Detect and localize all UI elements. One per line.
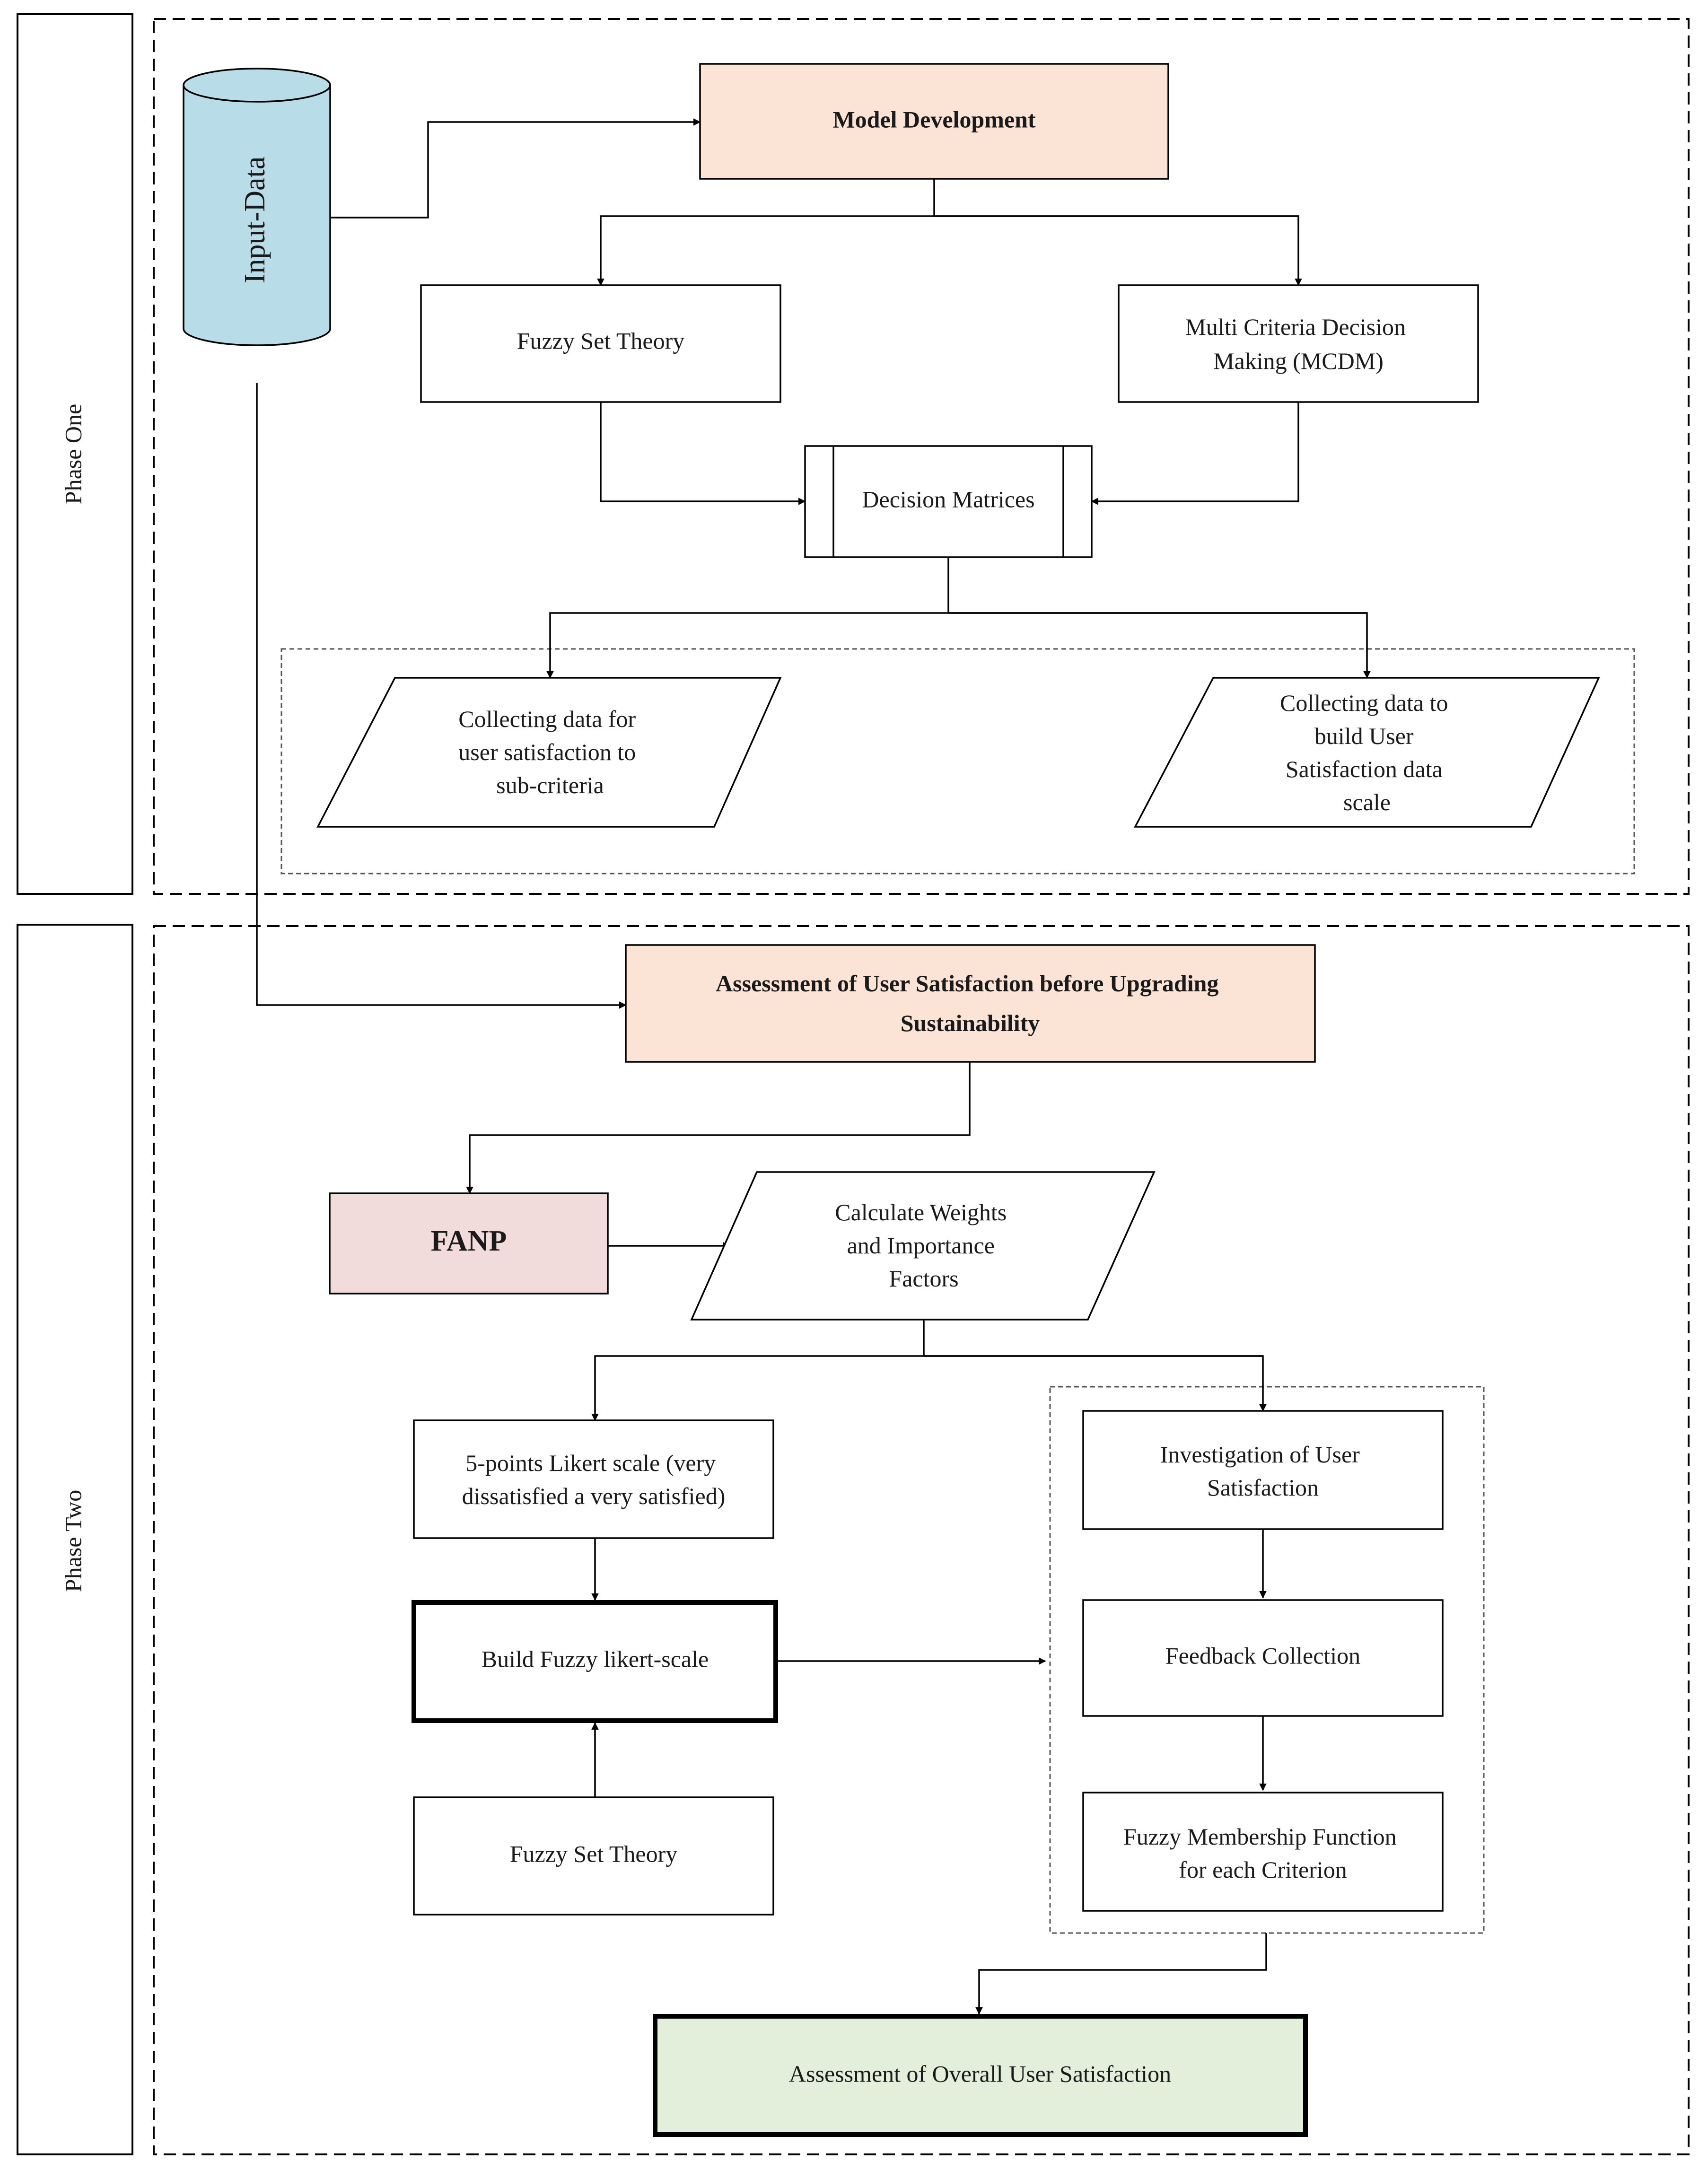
decision-matrices-node: Decision Matrices bbox=[804, 445, 1093, 558]
fuzzy-set-theory-2-node: Fuzzy Set Theory bbox=[413, 1796, 774, 1916]
fanp-label: FANP bbox=[431, 1225, 507, 1257]
phase-two-panel: Phase Two bbox=[17, 924, 133, 2155]
phase-one-label: Phase One bbox=[60, 404, 86, 504]
edge-group-to-overall bbox=[975, 1933, 1267, 2015]
investigation-label: Investigation of User Satisfaction bbox=[1160, 1441, 1366, 1501]
mcdm-node: Multi Criteria Decision Making (MCDM) bbox=[1118, 284, 1479, 403]
feedback-label: Feedback Collection bbox=[1165, 1642, 1360, 1669]
model-development-label: Model Development bbox=[832, 106, 1035, 132]
edge-split-to-collect-left bbox=[546, 612, 1367, 679]
input-data-label: Input-Data bbox=[239, 157, 271, 284]
calculate-weights-node: Calculate Weights and Importance Factors bbox=[690, 1171, 1156, 1321]
calculate-weights-label: Calculate Weights and Importance Factors bbox=[835, 1199, 1013, 1292]
edge-split-to-mcdm bbox=[934, 215, 1302, 286]
fuzzy-set-theory-label: Fuzzy Set Theory bbox=[517, 327, 685, 354]
collect-scale-node: Collecting data to build User Satisfacti… bbox=[1134, 677, 1600, 828]
fanp-node: FANP bbox=[329, 1192, 609, 1295]
decision-matrices-label: Decision Matrices bbox=[862, 486, 1034, 512]
edge-fuzzy-to-matrices bbox=[600, 402, 806, 505]
fuzzy-set-theory-node: Fuzzy Set Theory bbox=[420, 284, 781, 403]
edge-input-to-model bbox=[331, 118, 701, 219]
collect-sub-criteria-label: Collecting data for user satisfaction to… bbox=[458, 706, 641, 798]
phase-two-label: Phase Two bbox=[60, 1490, 86, 1592]
investigation-node: Investigation of User Satisfaction bbox=[1082, 1410, 1444, 1530]
edge-mcdm-to-matrices bbox=[1091, 402, 1299, 505]
input-data-cylinder bbox=[183, 68, 331, 346]
phase-one-region bbox=[153, 18, 1690, 895]
data-collection-group bbox=[280, 648, 1635, 875]
mcdm-label: Multi Criteria Decision Making (MCDM) bbox=[1185, 314, 1411, 374]
edge-split-to-collect-right bbox=[948, 612, 1371, 679]
phase-one-panel: Phase One bbox=[17, 13, 133, 895]
input-data-node: Input-Data bbox=[183, 68, 331, 346]
build-fuzzy-likert-label: Build Fuzzy likert-scale bbox=[482, 1645, 709, 1672]
collect-sub-criteria-node: Collecting data for user satisfaction to… bbox=[316, 677, 782, 828]
overall-assessment-label: Assessment of Overall User Satisfaction bbox=[789, 2060, 1171, 2087]
collect-scale-label: Collecting data to build User Satisfacti… bbox=[1280, 690, 1454, 815]
phase-two-region bbox=[153, 925, 1690, 2155]
edge-split-to-fuzzy bbox=[597, 215, 1298, 286]
feedback-node: Feedback Collection bbox=[1082, 1599, 1444, 1717]
model-development-node: Model Development bbox=[699, 63, 1169, 180]
overall-assessment-node: Assessment of Overall User Satisfaction bbox=[653, 2014, 1308, 2137]
fuzzy-set-theory-2-label: Fuzzy Set Theory bbox=[510, 1840, 678, 1867]
assessment-before-node: Assessment of User Satisfaction before U… bbox=[625, 944, 1316, 1063]
build-fuzzy-likert-node: Build Fuzzy likert-scale bbox=[412, 1600, 778, 1723]
connectors bbox=[256, 118, 1371, 2015]
membership-function-label: Fuzzy Membership Function for each Crite… bbox=[1123, 1823, 1402, 1883]
edge-input-to-assessment bbox=[256, 383, 627, 1009]
edge-split-to-investigation bbox=[924, 1355, 1267, 1412]
membership-function-node: Fuzzy Membership Function for each Crite… bbox=[1082, 1792, 1444, 1912]
likert-scale-label: 5-points Likert scale (very dissatisfied… bbox=[462, 1450, 726, 1509]
likert-scale-node: 5-points Likert scale (very dissatisfied… bbox=[413, 1419, 774, 1539]
assessment-before-label: Assessment of User Satisfaction before U… bbox=[716, 970, 1225, 1036]
edge-assessment-to-fanp bbox=[466, 1062, 971, 1194]
